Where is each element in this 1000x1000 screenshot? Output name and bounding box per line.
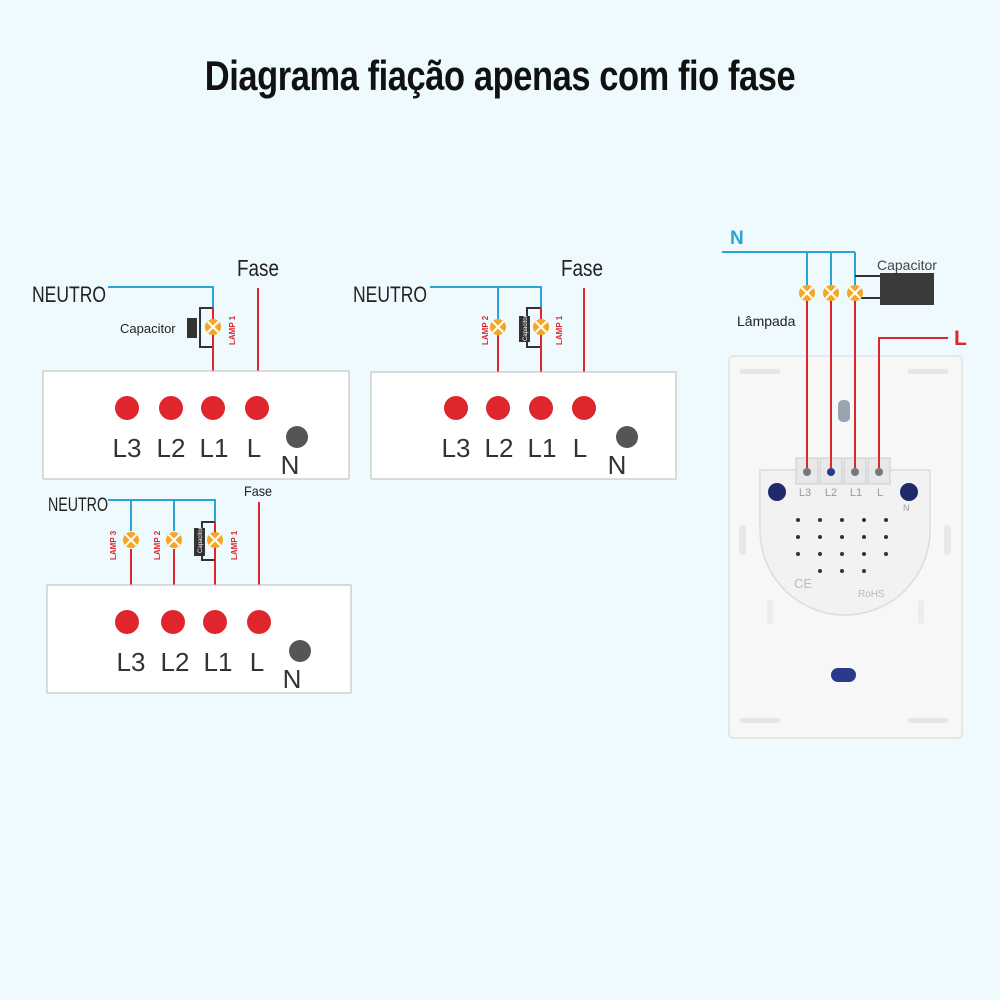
diagram-2-neutral-label: NEUTRO: [353, 282, 427, 307]
diagram-3-neutral-wire: [108, 499, 216, 522]
diagram-3-lamp-3-label: LAMP 3: [109, 530, 118, 560]
diagram-2-phase-label: Fase: [561, 255, 603, 281]
diagram-1-neutral-label: NEUTRO: [32, 282, 106, 307]
photo-phase-wire: [878, 337, 948, 468]
rohs-mark: RoHS: [858, 589, 885, 600]
diagram-3-label-l1: L1: [204, 647, 233, 677]
diagram-2-label-l: L: [573, 433, 587, 463]
diagram-2-lamp-2-label: LAMP 2: [481, 315, 490, 345]
photo-neutral-label: N: [730, 228, 744, 249]
photo-capacitor-label: Capacitor: [877, 257, 937, 273]
terminal-block: [795, 457, 891, 485]
diagram-2-label-n: N: [608, 450, 627, 480]
lamp-icon: [532, 318, 550, 336]
photo-phase-label: L: [954, 327, 967, 350]
lamp-icon: [165, 531, 183, 549]
diagram-3-capacitor-label: Capacitor: [198, 527, 204, 553]
diagram-3-phase-label: Fase: [244, 483, 272, 499]
diagram-2-terminal-l1: [529, 396, 553, 420]
photo-label-l1: L1: [850, 487, 862, 499]
photo-label-l2: L2: [825, 487, 837, 499]
diagram-3-terminal-l2: [161, 610, 185, 634]
lamp-icon: [822, 284, 840, 302]
lamp-icon: [846, 284, 864, 302]
diagram-3-terminal-l: [247, 610, 271, 634]
diagram-1-terminal-n: [286, 426, 308, 448]
photo-label-n: N: [903, 503, 910, 513]
diagram-1-label-l3: L3: [113, 433, 142, 463]
diagram-1-lamp-1-label: LAMP 1: [228, 315, 237, 345]
diagram-2-lamp-1-label: LAMP 1: [555, 315, 564, 345]
diagram-1-label-l: L: [247, 433, 261, 463]
diagram-2-neutral-wire: [430, 286, 542, 308]
lamp-icon: [798, 284, 816, 302]
photo-label-l3: L3: [799, 487, 811, 499]
diagram-3-neutral-label: NEUTRO: [48, 495, 108, 516]
lamp-icon: [489, 318, 507, 336]
diagram-3-label-l2: L2: [161, 647, 190, 677]
diagram-1-terminal-l: [245, 396, 269, 420]
lamp-icon: [204, 318, 222, 336]
diagram-3-label-l3: L3: [117, 647, 146, 677]
diagram-3-lamp-2-label: LAMP 2: [153, 530, 162, 560]
capacitor-icon: [194, 528, 205, 556]
diagram-1-capacitor-label: Capacitor: [120, 321, 176, 336]
diagram-3-terminal-l3: [115, 610, 139, 634]
diagram-1-terminal-l3: [115, 396, 139, 420]
diagram-2-lamps: NEUTRO Fase LAMP 2 Capacitor LAMP 1 L3 L…: [353, 255, 677, 480]
diagram-2-terminal-n: [616, 426, 638, 448]
capacitor-icon: [519, 316, 530, 342]
diagram-3-label-n: N: [283, 664, 302, 694]
status-led: [838, 400, 850, 422]
diagram-2-terminal-l2: [486, 396, 510, 420]
diagram-3-terminal-l1: [203, 610, 227, 634]
diagram-1-label-l1: L1: [200, 433, 229, 463]
lamp-icon: [122, 531, 140, 549]
diagram-2-label-l2: L2: [485, 433, 514, 463]
diagram-2-terminal-l: [572, 396, 596, 420]
diagram-1-terminal-l2: [159, 396, 183, 420]
diagram-1-terminal-l1: [201, 396, 225, 420]
page-title: Diagrama fiação apenas com fio fase: [204, 52, 796, 99]
capacitor-icon: [187, 318, 197, 338]
diagram-3-lamps: NEUTRO Fase LAMP 3 LAMP 2 Capacitor LAMP…: [46, 483, 352, 694]
diagram-1-phase-label: Fase: [237, 255, 279, 281]
diagram-2-terminal-l3: [444, 396, 468, 420]
diagram-2-capacitor-label: Capacitor: [523, 315, 529, 341]
diagram-2-label-l1: L1: [528, 433, 557, 463]
diagram-2-switch-box: [370, 371, 677, 480]
lamp-icon: [206, 531, 224, 549]
diagram-1-capacitor-wire: [199, 307, 213, 348]
diagram-3-terminal-n: [289, 640, 311, 662]
photo-label-l: L: [877, 487, 883, 499]
diagram-3-switch-box: [46, 584, 352, 694]
diagram-1-lamp: NEUTRO Fase Capacitor LAMP 1 L3 L2 L1 L: [32, 255, 350, 480]
switch-back-photo-diagram: CE RoHS L3 L2 L1 L N: [722, 228, 967, 739]
rear-slot: [831, 668, 856, 682]
diagram-3-lamp-1-label: LAMP 1: [230, 530, 239, 560]
capacitor-icon: [880, 273, 934, 305]
diagram-1-switch-box: [42, 370, 350, 480]
diagram-1-label-l2: L2: [157, 433, 186, 463]
diagram-1-neutral-wire: [108, 286, 214, 308]
diagram-1-label-n: N: [281, 450, 300, 480]
photo-lamp-label: Lâmpada: [737, 313, 796, 329]
diagram-2-label-l3: L3: [442, 433, 471, 463]
ce-mark: CE: [794, 576, 812, 591]
switch-module-body: [759, 469, 931, 616]
diagram-3-label-l: L: [250, 647, 264, 677]
